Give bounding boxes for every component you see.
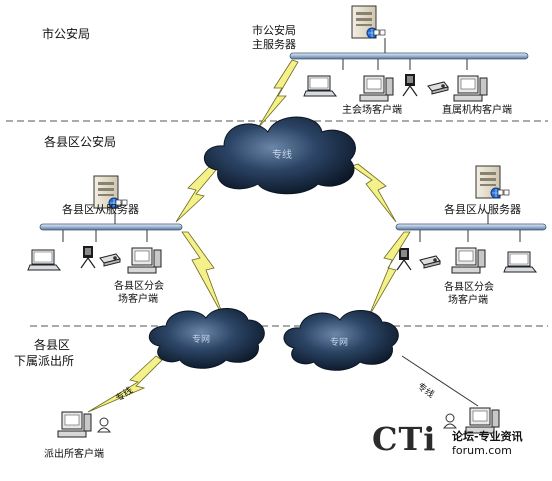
lightning-icon	[175, 165, 217, 223]
bus-city	[289, 52, 529, 60]
left-slave-server-label: 各县区从服务器	[62, 203, 139, 216]
section-label-substation-1: 各县区	[34, 338, 71, 352]
station-label: 派出所客户端	[44, 449, 104, 460]
desktop-icon	[359, 75, 394, 102]
camera-icon	[80, 245, 96, 269]
camera-icon	[396, 247, 412, 271]
lightning-icon	[181, 231, 225, 319]
desktop-icon	[453, 75, 488, 102]
cloud-right	[283, 310, 399, 371]
cloud-right-label: 专网	[330, 338, 349, 348]
person-icon	[97, 417, 111, 433]
watermark-site: forum.com	[452, 444, 512, 457]
section-label-county: 各县区公安局	[44, 135, 117, 149]
projector-icon	[427, 81, 449, 95]
bus-county-left	[39, 223, 183, 231]
left-venue-label-2: 场客户端	[118, 294, 158, 305]
person-icon	[443, 413, 457, 429]
watermark-forum: 论坛-专业资讯	[452, 430, 523, 443]
right-venue-label-1: 各县区分会	[444, 282, 494, 293]
desktop-icon	[451, 247, 486, 274]
link-bolts	[87, 59, 411, 413]
lightning-icon	[87, 355, 163, 413]
watermark-brand: CTi	[372, 420, 437, 458]
projector-icon	[419, 255, 441, 269]
link-line	[401, 355, 479, 407]
laptop-icon	[27, 249, 61, 271]
direct-org-label: 直属机构客户端	[442, 105, 512, 116]
cloud-left-label: 专网	[192, 335, 211, 345]
projector-icon	[99, 253, 121, 267]
right-venue-label-2: 场客户端	[448, 295, 488, 306]
bus-drops	[62, 38, 521, 242]
lightning-icon	[367, 231, 411, 319]
lightning-icon	[351, 163, 397, 223]
bus-county-right	[395, 223, 547, 231]
lightning-icon	[257, 59, 299, 129]
main-server-label-2: 主服务器	[252, 38, 296, 51]
desktop-icon	[127, 247, 162, 274]
main-venue-label: 主会场客户端	[342, 105, 402, 116]
section-label-city: 市公安局	[42, 27, 91, 41]
right-slave-server-label: 各县区从服务器	[444, 203, 521, 216]
section-label-substation-2: 下属派出所	[14, 354, 75, 368]
cloud-left	[149, 308, 265, 369]
right-slave-server-icon	[475, 165, 510, 199]
camera-icon	[402, 73, 418, 97]
laptop-icon	[303, 75, 337, 97]
laptop-icon	[503, 251, 537, 273]
cloud-top-label: 专线	[272, 150, 292, 161]
left-venue-label-1: 各县区分会	[114, 281, 164, 292]
main-server-label-1: 市公安局	[252, 24, 296, 37]
cloud-top	[203, 116, 356, 195]
main-server-icon	[351, 5, 386, 39]
desktop-icon	[57, 411, 92, 438]
